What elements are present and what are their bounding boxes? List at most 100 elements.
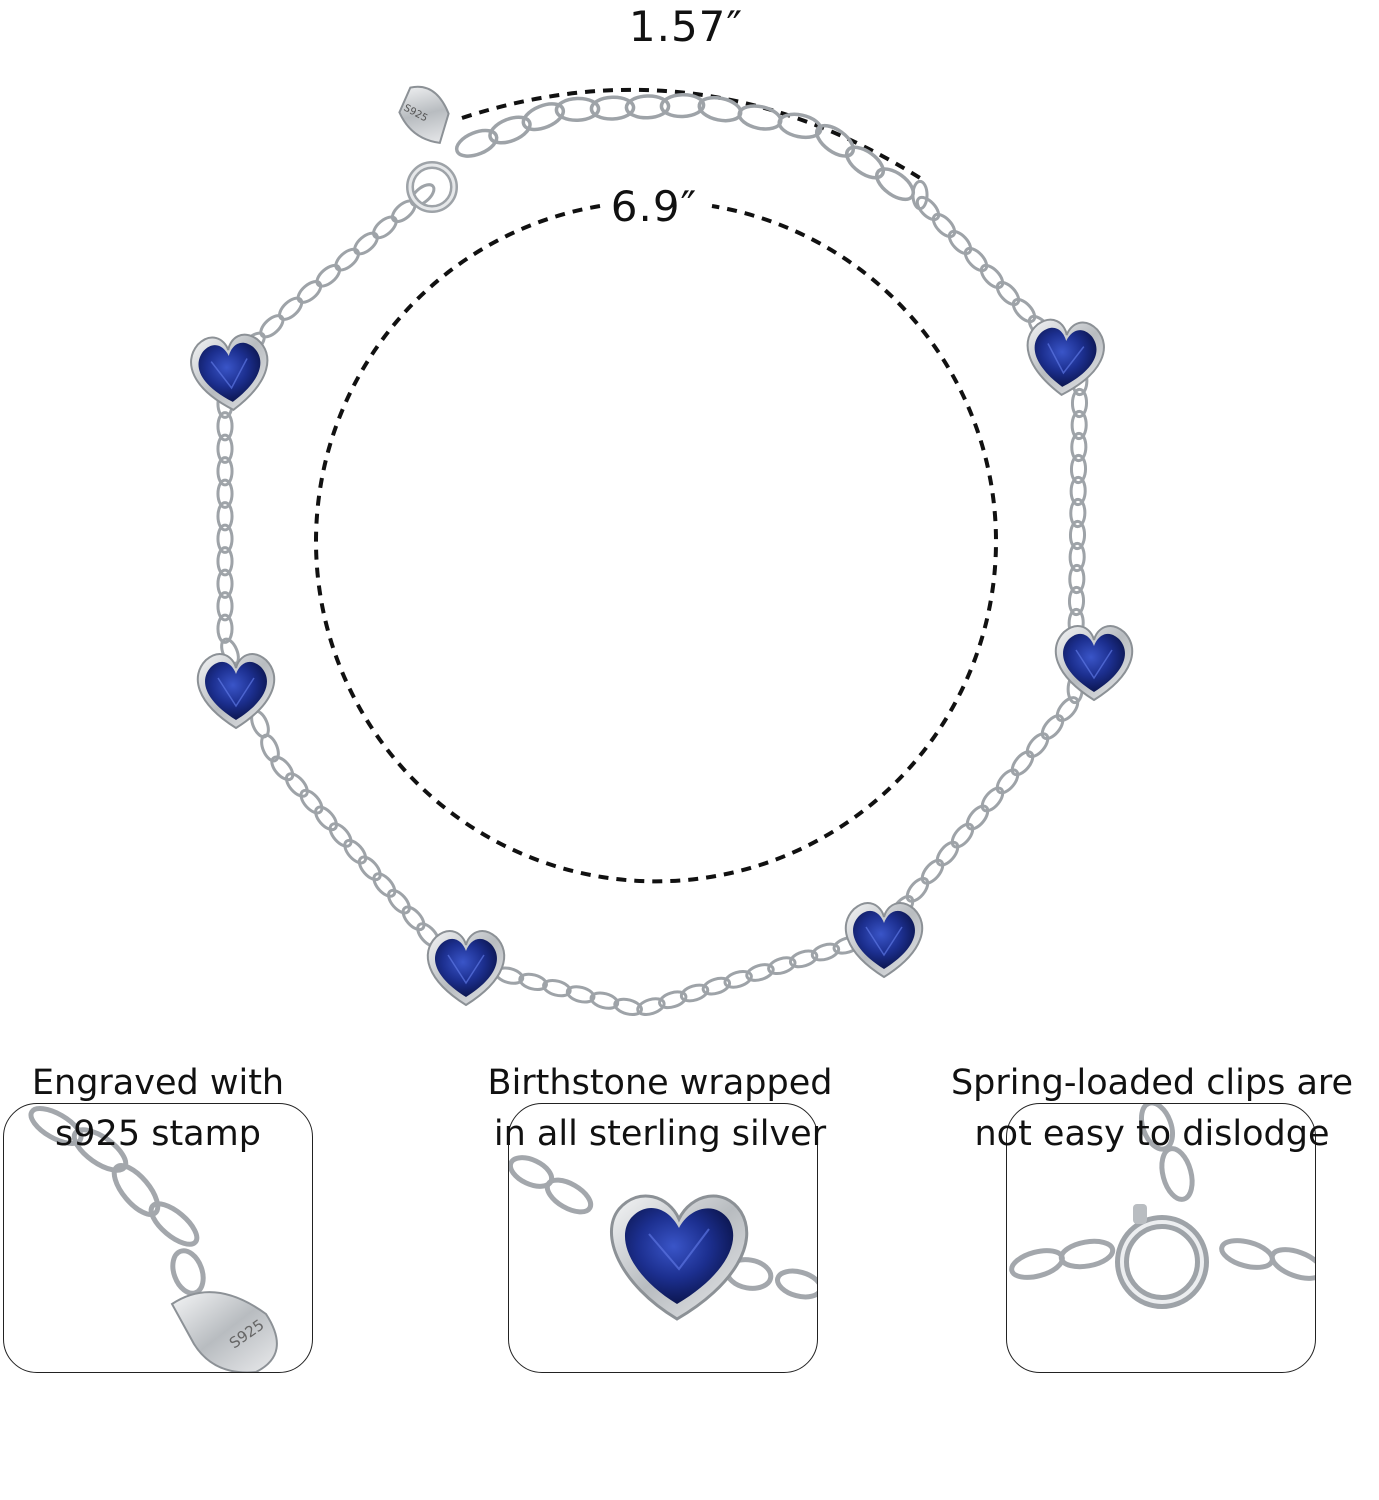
chain-link [1069,453,1088,485]
chain-link [1070,409,1088,441]
caption-line-2: in all sterling silver [493,1114,827,1154]
chain-link [815,123,855,158]
chain-link [1070,431,1088,463]
chain-link [521,102,566,132]
chain-link [920,858,945,885]
chain-link [409,183,436,207]
chain-link [299,788,324,815]
chain-link [915,195,941,222]
chain-link [875,167,915,202]
chain-link [260,733,280,763]
chain-link [659,92,706,119]
chain-link [488,115,532,145]
chain-link [995,768,1020,795]
spring-clasp-closeup-icon [1009,1104,1315,1309]
bracelet-chain [216,92,1089,1017]
chain-link [216,411,234,442]
chain-link [353,231,379,256]
chain-link [334,247,360,272]
chain-link [911,179,929,211]
feature-caption-stamp: Engraved with s925 stamp [32,1058,284,1160]
s925-tag: S925 [398,85,450,145]
chain-link [387,888,411,915]
feature-panel-stamp: S925 [3,1103,313,1373]
chain-link [810,942,841,962]
chain-link [284,772,309,798]
chain-link [679,983,710,1003]
chain-link [216,613,234,644]
chain-link [216,478,234,509]
chain-link [454,128,499,158]
chain-link [931,212,957,239]
chain-link [723,969,753,989]
caption-line-1: Engraved with [31,1063,285,1103]
chain-link [589,991,620,1010]
chain-link [401,905,426,932]
chain-link [278,296,304,321]
extender-tag-closeup-icon: S925 [28,1106,278,1372]
chain-dimension-circle [314,204,998,884]
chain-link [270,755,295,782]
chain-link [737,104,783,131]
caption-line-2: s925 stamp [55,1114,261,1154]
bracelet-illustration: S925 [190,85,1134,1017]
feature-panel-birthstone [508,1103,818,1373]
chain-link [845,145,885,180]
caption-line-2: not easy to dislodge [974,1114,1330,1154]
chain-link [658,990,688,1010]
heart-stone-closeup-icon [509,1155,817,1321]
chain-link [589,95,636,121]
chain-link [995,280,1021,307]
chain-link [1055,696,1080,722]
chain-link [343,838,368,865]
chain-link [905,876,930,903]
chain-link [1025,732,1050,759]
chain-link [518,972,548,992]
chain-link [947,229,973,256]
chain-link [935,840,960,867]
chain-link [259,314,285,339]
chain-link [216,433,234,464]
feature-caption-birthstone: Birthstone wrapped in all sterling silve… [488,1058,833,1160]
feature-caption-clasp: Spring-loaded clips are not easy to disl… [951,1058,1353,1160]
chain-link [950,822,975,849]
chain-link [788,949,819,969]
chain-link [701,976,732,996]
heart-charm [1026,318,1105,397]
spring-clasp [406,161,458,213]
chain-link [1068,563,1086,595]
chain-link [357,855,382,882]
chain-link [554,96,601,123]
feature-panel-clasp [1006,1103,1316,1373]
extender-length-label: 1.57″ [628,2,744,51]
heart-charm [190,333,269,412]
extender-dimension-arc [461,87,922,180]
chain-link [1040,714,1065,741]
chain-link [314,805,338,832]
chain-link [216,523,234,554]
chain-link [1069,497,1087,529]
chain-link [624,94,671,120]
chain-link [542,978,572,998]
heart-charm [196,653,276,730]
chain-link [1011,297,1037,324]
chain-link [636,997,666,1016]
chain-link [216,591,234,622]
heart-charm [1054,625,1134,702]
chain-link [963,246,989,273]
chain-link [1068,541,1086,573]
chain-link [296,280,323,304]
chain-link [767,956,797,976]
caption-line-1: Spring-loaded clips are [950,1063,1354,1103]
chain-link [216,568,234,599]
chain-link [979,263,1005,290]
chain-link [1069,475,1087,507]
chain-link [216,546,234,577]
heart-charms [190,318,1134,1007]
chain-link [372,872,397,898]
chain-link [372,215,398,240]
chain-link [328,822,353,848]
heart-charm [426,930,506,1007]
chain-link [216,501,234,532]
chain-link [613,997,643,1017]
